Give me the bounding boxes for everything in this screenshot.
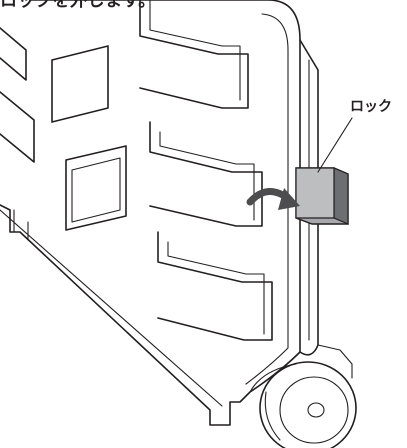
caption-text: ロックを外します。 (0, 0, 156, 11)
panel-slot-top-left (0, 27, 27, 81)
handle-recess-middle-inner (159, 131, 255, 221)
cart-side-panel (0, 0, 301, 426)
wheel-icon (259, 361, 357, 448)
handle-recess-bottom (157, 231, 273, 341)
curved-arrow-icon (246, 188, 300, 210)
cart-bottom-edge (0, 209, 223, 407)
handle-recess-bottom-inner (167, 241, 265, 335)
handle-recess-middle (149, 121, 263, 227)
handle-recess-top (139, 0, 249, 109)
panel-slot-upper-center (51, 45, 109, 123)
frame-bracket (317, 344, 353, 379)
wheel-housing (249, 363, 297, 393)
lock-callout-leader (317, 117, 353, 173)
lock-callout-label: ロック (350, 99, 392, 115)
panel-slot-center-inner (71, 157, 121, 223)
lock-tab-icon (295, 167, 349, 225)
panel-slot-center (65, 145, 127, 231)
panel-slot-mid-left (0, 91, 35, 163)
cart-foot-left (13, 209, 29, 241)
handle-recess-top-inner (149, 0, 241, 101)
